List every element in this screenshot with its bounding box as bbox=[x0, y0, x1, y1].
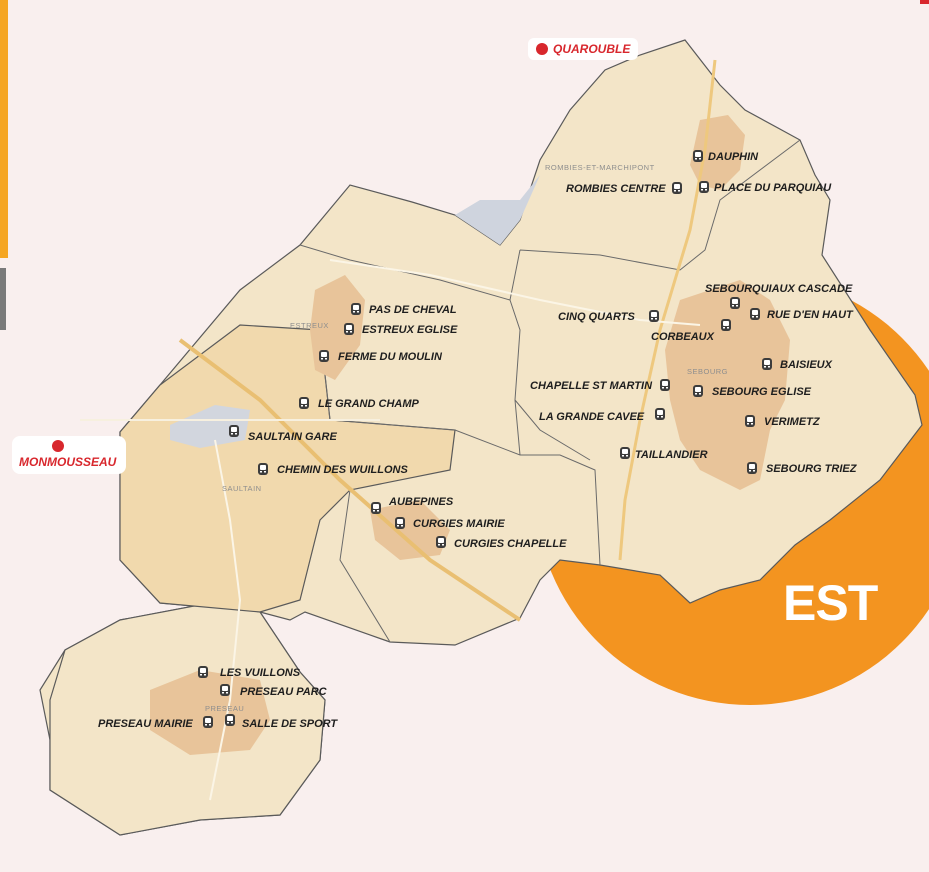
side-bar-grey bbox=[0, 268, 6, 330]
stop-cinq-quarts[interactable]: CINQ QUARTS bbox=[558, 310, 659, 323]
stop-estreux-eglise[interactable]: ESTREUX EGLISE bbox=[344, 323, 458, 336]
stop-label: LA GRANDE CAVEE bbox=[539, 411, 645, 423]
stop-label: LE GRAND CHAMP bbox=[318, 398, 419, 410]
city-label-quarouble: QUAROUBLE bbox=[553, 42, 631, 56]
stop-label: SEBOURG TRIEZ bbox=[766, 463, 858, 475]
stop-verimetz[interactable]: VERIMETZ bbox=[745, 415, 821, 428]
stop-pas-de-cheval[interactable]: PAS DE CHEVAL bbox=[351, 303, 457, 316]
stop-le-grand-champ[interactable]: LE GRAND CHAMP bbox=[299, 397, 419, 410]
town-label: PRESEAU bbox=[205, 704, 244, 713]
stop-chapelle-st-martin[interactable]: CHAPELLE ST MARTIN bbox=[530, 379, 670, 392]
stop-label: SALLE DE SPORT bbox=[242, 718, 338, 730]
side-bar-yellow bbox=[0, 0, 8, 258]
stop-chemin-des-wuillons[interactable]: CHEMIN DES WUILLONS bbox=[258, 463, 408, 476]
stop-label: CURGIES MAIRIE bbox=[413, 518, 505, 530]
city-badge-quarouble: QUAROUBLE bbox=[528, 38, 638, 60]
stop-les-vuillons[interactable]: LES VUILLONS bbox=[198, 666, 301, 679]
stop-label: CHEMIN DES WUILLONS bbox=[277, 464, 408, 476]
stop-sebourg-triez[interactable]: SEBOURG TRIEZ bbox=[747, 462, 858, 475]
saultain-grey-zone bbox=[170, 405, 250, 448]
stop-aubepines[interactable]: AUBEPINES bbox=[371, 496, 454, 514]
stop-label: CINQ QUARTS bbox=[558, 311, 635, 323]
town-label: SAULTAIN bbox=[222, 484, 262, 493]
stop-taillandier[interactable]: TAILLANDIER bbox=[620, 447, 708, 461]
stop-curgies-chapelle[interactable]: CURGIES CHAPELLE bbox=[436, 536, 567, 550]
main-road-2 bbox=[178, 338, 522, 622]
secondary-road-2 bbox=[209, 439, 242, 801]
stop-label: VERIMETZ bbox=[764, 416, 821, 428]
stop-label: SAULTAIN GARE bbox=[248, 431, 337, 443]
town-label: SEBOURG bbox=[687, 367, 728, 376]
stop-label: ESTREUX EGLISE bbox=[362, 324, 458, 336]
town-label: ESTREUX bbox=[290, 321, 329, 330]
stop-dauphin[interactable]: DAUPHIN bbox=[693, 150, 759, 163]
village-sebourg bbox=[665, 280, 790, 490]
stop-label: FERME DU MOULIN bbox=[338, 351, 443, 363]
secondary-road bbox=[329, 259, 701, 326]
stop-rue-d-en-haut[interactable]: RUE D'EN HAUT bbox=[750, 308, 854, 321]
industrial-zone bbox=[455, 175, 540, 245]
stop-place-du-parquiau[interactable]: PLACE DU PARQUIAU bbox=[699, 181, 832, 194]
zone-label: EST bbox=[783, 575, 878, 631]
stop-label: DAUPHIN bbox=[708, 151, 759, 163]
stop-label: SEBOURQUIAUX CASCADE bbox=[705, 283, 853, 295]
stop-salle-de-sport[interactable]: SALLE DE SPORT bbox=[225, 714, 338, 730]
village-rombies bbox=[690, 115, 745, 190]
stop-sebourg-eglise[interactable]: SEBOURG EGLISE bbox=[693, 385, 812, 398]
stop-label: BAISIEUX bbox=[780, 359, 833, 371]
stop-rombies-centre[interactable]: ROMBIES CENTRE bbox=[566, 182, 682, 195]
stop-baisieux[interactable]: BAISIEUX bbox=[762, 358, 833, 371]
town-label: ROMBIES-ET-MARCHIPONT bbox=[545, 163, 655, 172]
stop-label: PRESEAU MAIRIE bbox=[98, 718, 193, 730]
stop-label: CHAPELLE ST MARTIN bbox=[530, 380, 653, 392]
stop-label: CURGIES CHAPELLE bbox=[454, 538, 567, 550]
stop-label: LES VUILLONS bbox=[220, 667, 301, 679]
stop-label: CORBEAUX bbox=[651, 331, 715, 343]
stop-label: PRESEAU PARC bbox=[240, 686, 328, 698]
stop-saultain-gare[interactable]: SAULTAIN GARE bbox=[229, 425, 337, 443]
stop-sebourquiaux-cascade[interactable]: SEBOURQUIAUX CASCADE bbox=[705, 283, 853, 309]
stop-label: TAILLANDIER bbox=[635, 449, 708, 461]
commune-saultain bbox=[119, 324, 456, 613]
stop-la-grande-cavee[interactable]: LA GRANDE CAVEE bbox=[539, 408, 665, 423]
stop-ferme-du-moulin[interactable]: FERME DU MOULIN bbox=[319, 350, 443, 363]
stop-label: PLACE DU PARQUIAU bbox=[714, 182, 832, 194]
city-badge-monmousseau: MONMOUSSEAU bbox=[12, 436, 126, 474]
stop-corbeaux[interactable]: CORBEAUX bbox=[651, 319, 731, 343]
main-road-1 bbox=[618, 59, 717, 561]
village-curgies bbox=[370, 500, 450, 560]
city-label-monmousseau: MONMOUSSEAU bbox=[19, 455, 117, 469]
stop-label: RUE D'EN HAUT bbox=[767, 309, 854, 321]
stop-label: ROMBIES CENTRE bbox=[566, 183, 666, 195]
corner-mark bbox=[920, 0, 929, 4]
stop-label: AUBEPINES bbox=[388, 496, 454, 508]
stop-label: PAS DE CHEVAL bbox=[369, 304, 457, 316]
stop-preseau-parc[interactable]: PRESEAU PARC bbox=[220, 684, 328, 698]
village-preseau bbox=[150, 670, 270, 755]
stop-preseau-mairie[interactable]: PRESEAU MAIRIE bbox=[98, 716, 213, 730]
stop-curgies-mairie[interactable]: CURGIES MAIRIE bbox=[395, 517, 505, 530]
stop-label: SEBOURG EGLISE bbox=[712, 386, 812, 398]
